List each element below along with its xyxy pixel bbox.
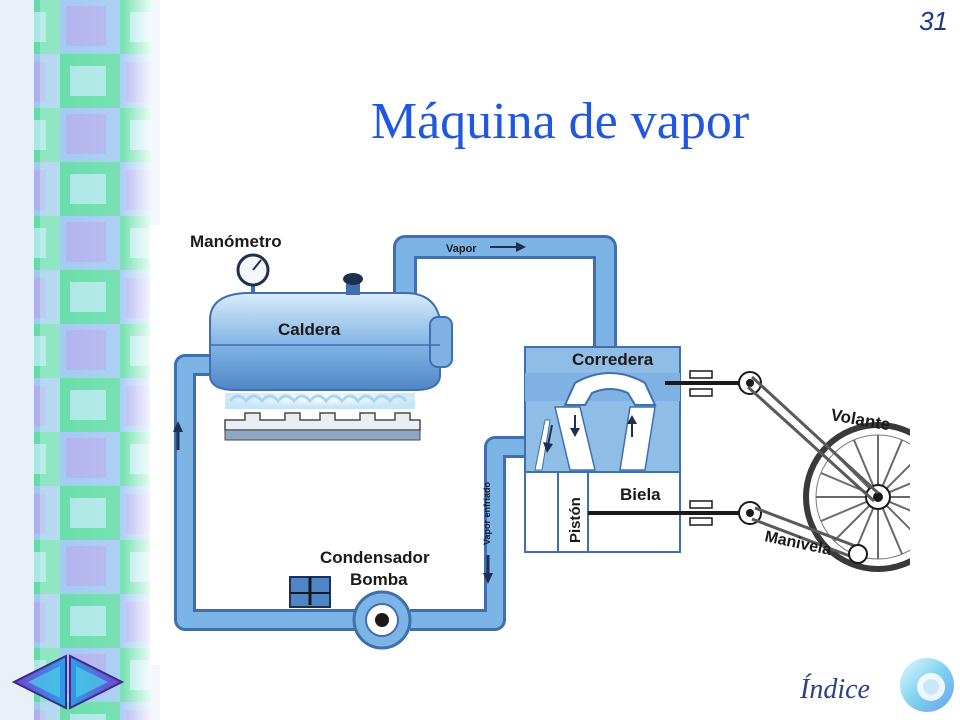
index-link[interactable]: Índice [800,674,870,705]
cylinder-assembly [524,346,681,553]
linkage [746,375,880,564]
slide-title: Máquina de vapor [370,93,750,150]
sidebar-decoration [0,0,160,720]
label-piston: Pistón [567,497,584,543]
firebox [224,393,421,441]
label-biela: Biela [620,485,661,504]
piston [557,471,589,553]
label-manometro: Manómetro [190,232,282,251]
sidebar-pattern [0,0,160,720]
label-condensador: Condensador [320,548,430,567]
label-caldera: Caldera [278,320,341,339]
left-arrow-icon[interactable] [10,652,70,712]
condenser-pipe [410,436,550,631]
steam-engine-diagram: Manómetro Vapor Caldera Corredera Volant… [150,225,910,665]
label-corredera: Corredera [572,350,654,369]
ring-orb-icon[interactable] [898,656,956,714]
boiler [209,253,453,391]
valve-rod [665,370,762,397]
piston-rod [588,500,762,526]
return-pipe [174,354,355,631]
pump [289,576,412,650]
right-arrow-icon[interactable] [66,652,126,712]
label-vapor-enfriado: Vapor enfriado [482,481,492,545]
label-vapor: Vapor [446,243,477,255]
flow-arrows [173,242,526,584]
page-number: 31 [919,6,948,36]
label-bomba: Bomba [350,570,408,589]
